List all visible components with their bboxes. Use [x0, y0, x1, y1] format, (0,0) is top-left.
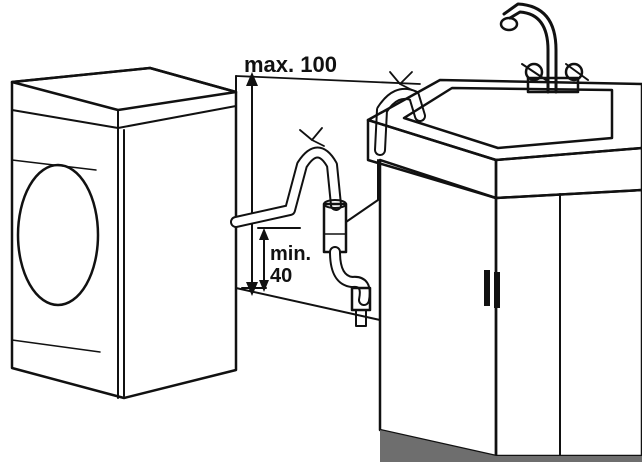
washing-machine-icon: [10, 66, 238, 400]
sink-hose: [374, 71, 426, 156]
cabinet-handle-right: [494, 272, 500, 308]
cabinet-handle-left: [484, 270, 490, 306]
max-height-label: max. 100: [244, 52, 337, 77]
sink-cabinet: [378, 158, 642, 462]
drain-hose-icon: [230, 127, 342, 228]
min-height-dimension: [257, 227, 301, 292]
sink-icon: [366, 78, 642, 200]
siphon-trap-icon: [322, 159, 379, 327]
machine-door: [16, 163, 100, 307]
max-height-dimension: [241, 72, 267, 296]
min-height-label: min.: [270, 243, 311, 265]
faucet-icon: [499, 2, 589, 94]
min-height-value: 40: [270, 265, 292, 287]
